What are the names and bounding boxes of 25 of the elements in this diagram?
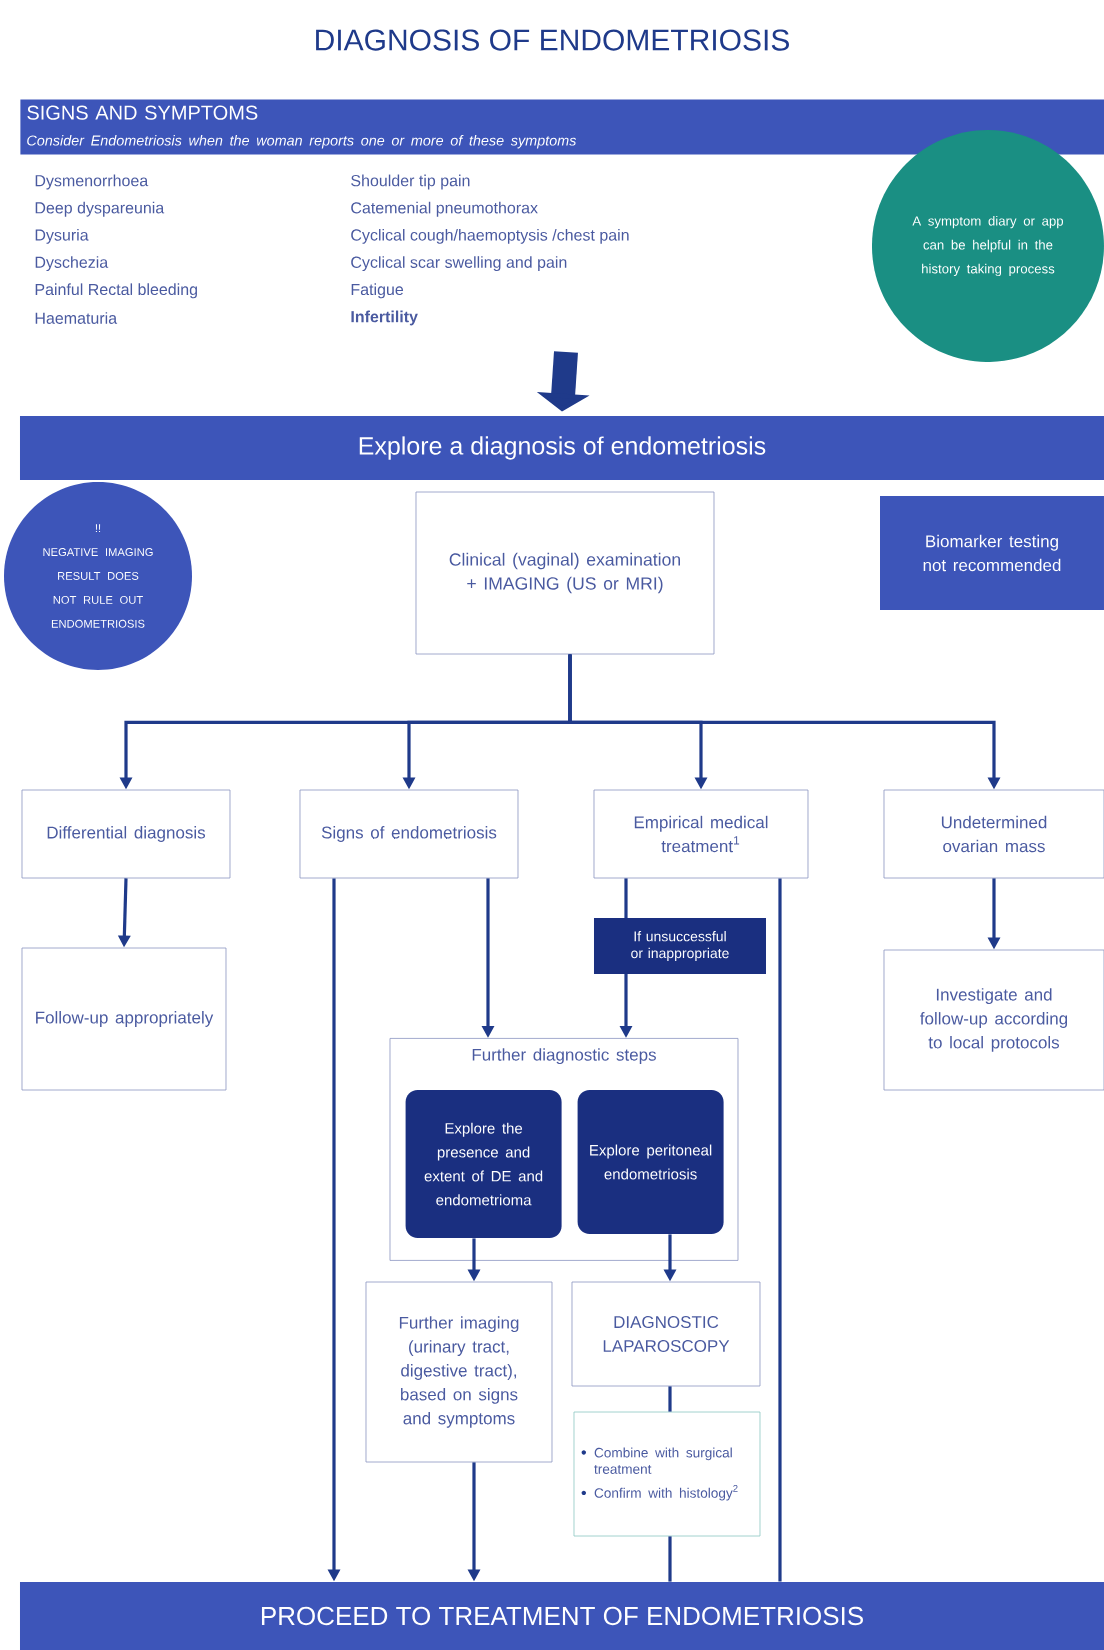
symptom-text: Fatigue [351, 283, 404, 299]
process-box: Further imaging (urinary tract, digestive tract), based on signs and symptoms [365, 1281, 553, 1463]
symptom-text: Cyclical cough/haemoptysis /chest pain [351, 228, 629, 244]
process-box: DIAGNOSTIC LAPAROSCOPY [571, 1281, 761, 1387]
symptom-text: Catemenial pneumothorax [351, 201, 538, 217]
symptom-text: Cyclical scar swelling and pain [351, 256, 567, 272]
symptom-text: Infertility [351, 310, 418, 326]
symptom-text: Haematuria [35, 312, 118, 324]
symptom-text: Shoulder tip pain [351, 174, 470, 190]
process-box: Undetermined ovarian mass [883, 789, 1104, 879]
symptom-text: Dysmenorrhoea [35, 174, 149, 190]
heading-band: Explore a diagnosis of endometriosis [20, 416, 1104, 480]
process-box: Clinical (vaginal) examination + IMAGING (US or MRI) [415, 491, 715, 655]
note-box: Biomarker testing not recommended [880, 496, 1104, 610]
heading-band: PROCEED TO TREATMENT OF ENDOMETRIOSIS [20, 1582, 1104, 1650]
symptom-text: Dysuria [35, 228, 89, 244]
process-box: Investigate and follow-up according to local protocols [883, 949, 1104, 1091]
symptom-text: Deep dyspareunia [35, 201, 165, 217]
process-box: Follow-up appropriately [21, 947, 227, 1091]
title: DIAGNOSIS OF ENDOMETRIOSIS [316, 29, 789, 51]
process-box: Differential diagnosis [21, 789, 231, 879]
symptom-text: Painful Rectal bleeding [35, 283, 197, 299]
process-box: Signs of endometriosis [299, 789, 519, 879]
process-box: Empirical medical treatment$^{1}$ [593, 789, 809, 879]
symptom-text: Dyschezia [35, 256, 109, 272]
